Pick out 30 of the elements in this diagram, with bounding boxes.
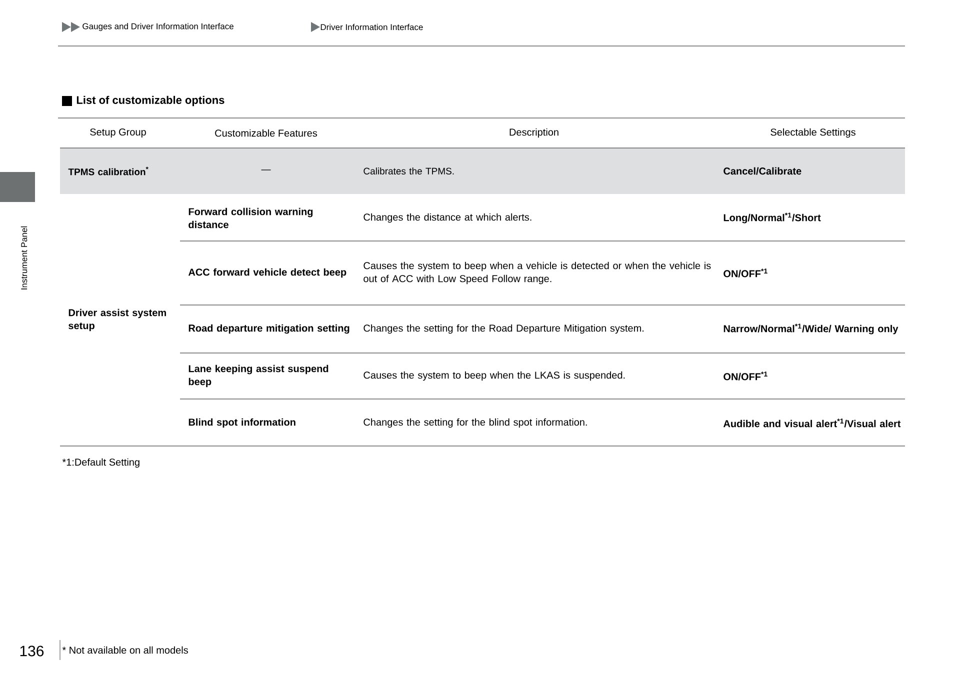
table-cell: Calibrates the TPMS. — [364, 168, 454, 174]
table-cell: Road departure mitigation setting — [188, 324, 350, 334]
table-cell: Causes the system to beep when the LKAS is suspended. — [364, 371, 625, 381]
table-cell: Narrow/Normal$^{*1}$/Wide/ Warning only — [724, 324, 898, 334]
footnote: * Not available on all models — [62, 646, 188, 654]
table-cell: Forward collision warning distance — [188, 208, 313, 228]
table-cell: Lane keeping assist suspend beep — [188, 364, 328, 388]
table-cell: Audible and visual alert$^{*1}$/Visual alert — [723, 418, 901, 428]
table-cell: Long/Normal$^{*1}$/Short — [724, 212, 821, 224]
side-tab-label: Instrument Panel — [20, 226, 28, 290]
table-cell: Causes the system to beep when a vehicle is detected or when the vehicle is out of ACC with Low Speed Follow range. — [364, 262, 711, 284]
table-cell: ON/OFF$^{*1}$ — [724, 372, 768, 380]
column-header: Selectable Settings — [770, 128, 856, 138]
column-header: Description — [510, 128, 558, 138]
table-cell: Changes the distance at which alerts. — [364, 213, 532, 223]
breadcrumb-link: Driver Information Interface — [320, 24, 423, 30]
table-cell: Cancel/Calibrate — [724, 167, 802, 175]
table-cell: Changes the setting for the Road Departure Mitigation system. — [364, 324, 644, 334]
breadcrumb-link: Gauges and Driver Information Interface — [82, 23, 234, 31]
table-cell: ACC forward vehicle detect beep — [188, 268, 346, 278]
section-heading: List of customizable options — [76, 96, 224, 106]
table-cell: Driver assist system setup — [68, 308, 166, 332]
table-cell: ON/OFF$^{*1}$ — [724, 268, 768, 278]
table-cell: TPMS calibration$^{*}$ — [68, 166, 148, 176]
column-header: Customizable Features — [215, 129, 318, 137]
table-cell: Blind spot information — [188, 418, 296, 428]
footnote: *1:Default Setting — [62, 458, 140, 468]
page-number: 136 — [20, 646, 44, 656]
table-cell: Changes the setting for the blind spot information. — [364, 418, 587, 428]
column-header: Setup Group — [90, 128, 146, 138]
